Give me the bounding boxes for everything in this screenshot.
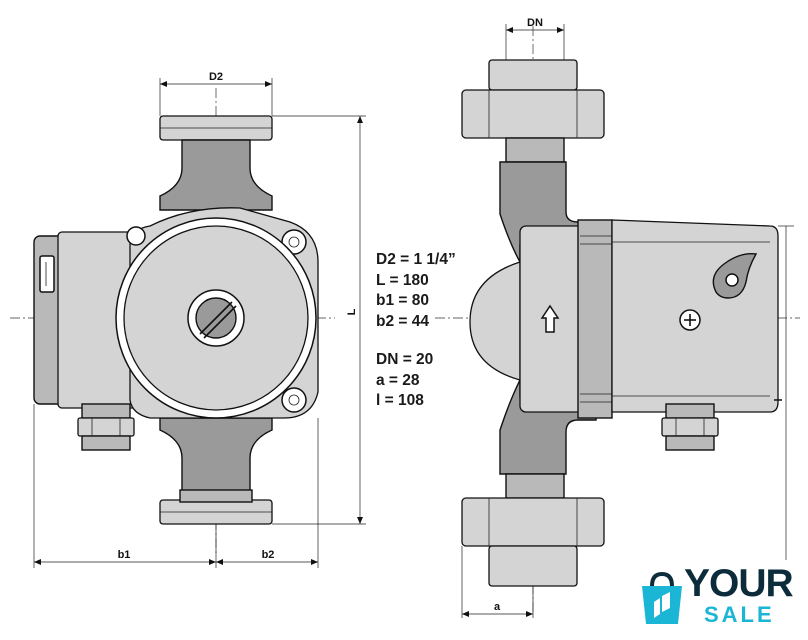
shopping-bag-icon [642, 571, 682, 624]
spec-l: L = 180 [376, 271, 429, 289]
spec-list: D2 = 1 1/4” L = 180 b1 = 80 b2 = 44 DN =… [376, 250, 516, 412]
front-dimensions [33, 78, 366, 568]
dim-label-b2: b2 [262, 549, 275, 561]
logo-word: YOUR [684, 562, 794, 605]
spec-b2: b2 = 44 [376, 312, 429, 330]
dim-label-dn: DN [527, 17, 543, 29]
dim-label-a: a [494, 601, 501, 613]
spec-dn: DN = 20 [376, 351, 434, 368]
dim-label-l-small: l [773, 398, 785, 401]
dim-label-b1: b1 [118, 549, 131, 561]
dim-label-l: L [346, 308, 358, 315]
your-sale-logo: YOUR SALE [636, 562, 796, 632]
spec-b1: b1 = 80 [376, 292, 429, 309]
spec-d2: D2 = 1 1/4” [376, 251, 456, 268]
side-view [435, 26, 800, 612]
front-view [10, 88, 335, 555]
spec-a: a = 28 [376, 371, 420, 389]
logo-sub: SALE [704, 602, 775, 627]
spec-l-small: l = 108 [376, 392, 424, 409]
dim-label-d2: D2 [209, 71, 223, 83]
side-dimensions [461, 24, 794, 618]
